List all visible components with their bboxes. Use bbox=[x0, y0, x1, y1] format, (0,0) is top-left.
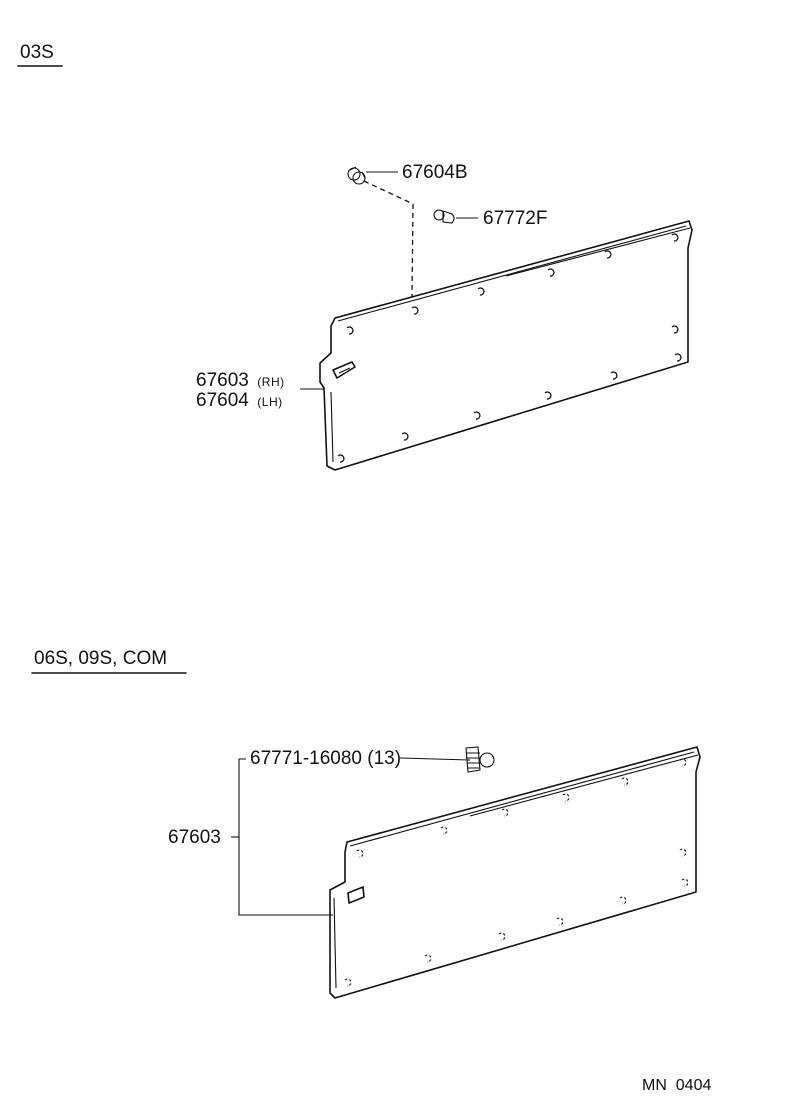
part-label-67603-b: 67603 bbox=[168, 827, 221, 848]
clip-67771-icon bbox=[465, 746, 495, 773]
section-03s: 03S 67604B 67772F bbox=[17, 42, 693, 471]
clip-67604b-icon bbox=[347, 166, 366, 185]
install-path-dashed bbox=[363, 180, 414, 298]
door-trim-board-03s bbox=[319, 220, 693, 471]
part-label-67603-rh: 67603 (RH) bbox=[196, 370, 285, 391]
section-title-06s-09s-com: 06S, 09S, COM bbox=[34, 648, 167, 669]
clip-holes bbox=[337, 233, 682, 463]
pull-handle-pocket bbox=[347, 886, 365, 904]
part-label-67604-lh: 67604 (LH) bbox=[196, 390, 283, 411]
bracket-line bbox=[238, 758, 333, 916]
section-06s-09s-com: 06S, 09S, COM 67771-16080 (13) 67603 bbox=[31, 648, 701, 999]
part-label-67771-16080: 67771-16080 (13) bbox=[250, 748, 401, 769]
pull-handle-pocket bbox=[332, 361, 356, 379]
clip-holes bbox=[344, 758, 689, 987]
part-label-67604b: 67604B bbox=[402, 162, 468, 183]
door-trim-board-std bbox=[329, 746, 701, 999]
part-label-67772f: 67772F bbox=[483, 208, 547, 229]
diagram-code: MN 0404 bbox=[642, 1077, 711, 1094]
clip-67772f-icon bbox=[433, 209, 455, 224]
section-title-03s: 03S bbox=[20, 42, 54, 63]
leader-line bbox=[399, 757, 471, 761]
